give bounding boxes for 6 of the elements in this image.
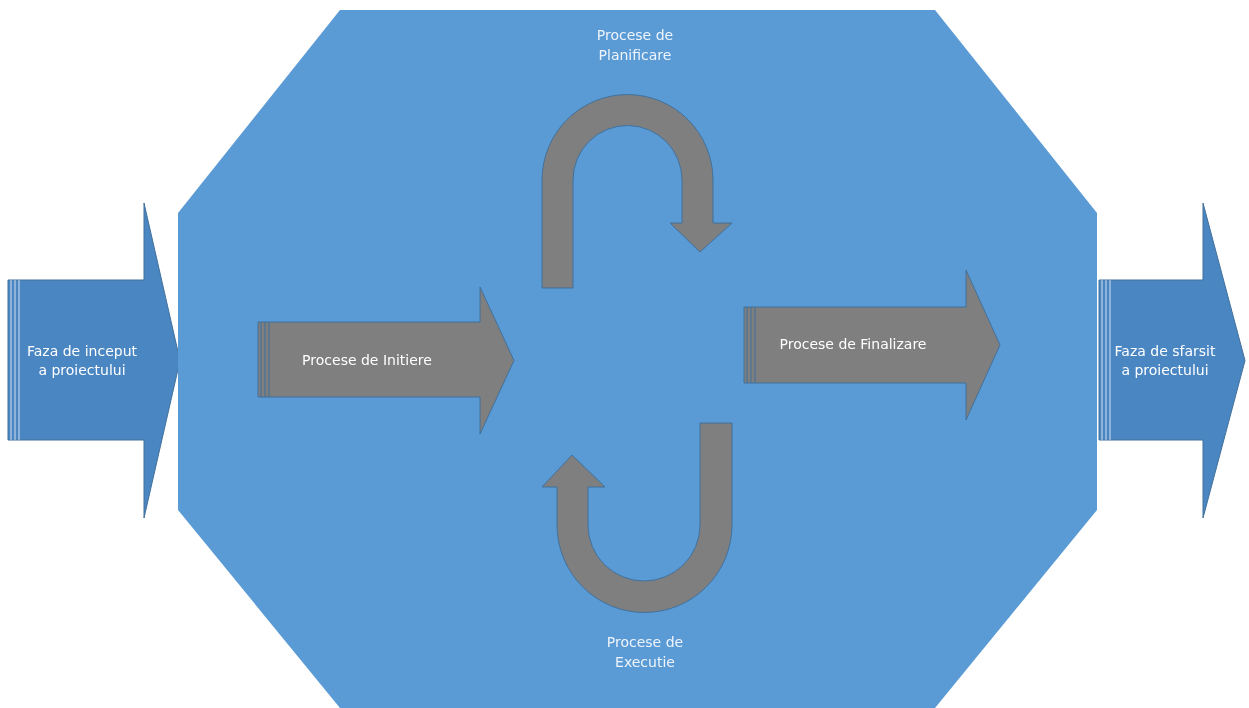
arrow-text: Faza de inceput a proiectului <box>26 341 138 380</box>
arrow-text: Procese de Initiere <box>301 350 433 370</box>
process-label: Procese de Executie <box>605 633 685 672</box>
arrow-text: Faza de sfarsit a proiectului <box>1113 341 1217 380</box>
arrow-text: Procese de Finalizare <box>778 335 928 354</box>
process-label: Procese de Planificare <box>595 26 675 65</box>
